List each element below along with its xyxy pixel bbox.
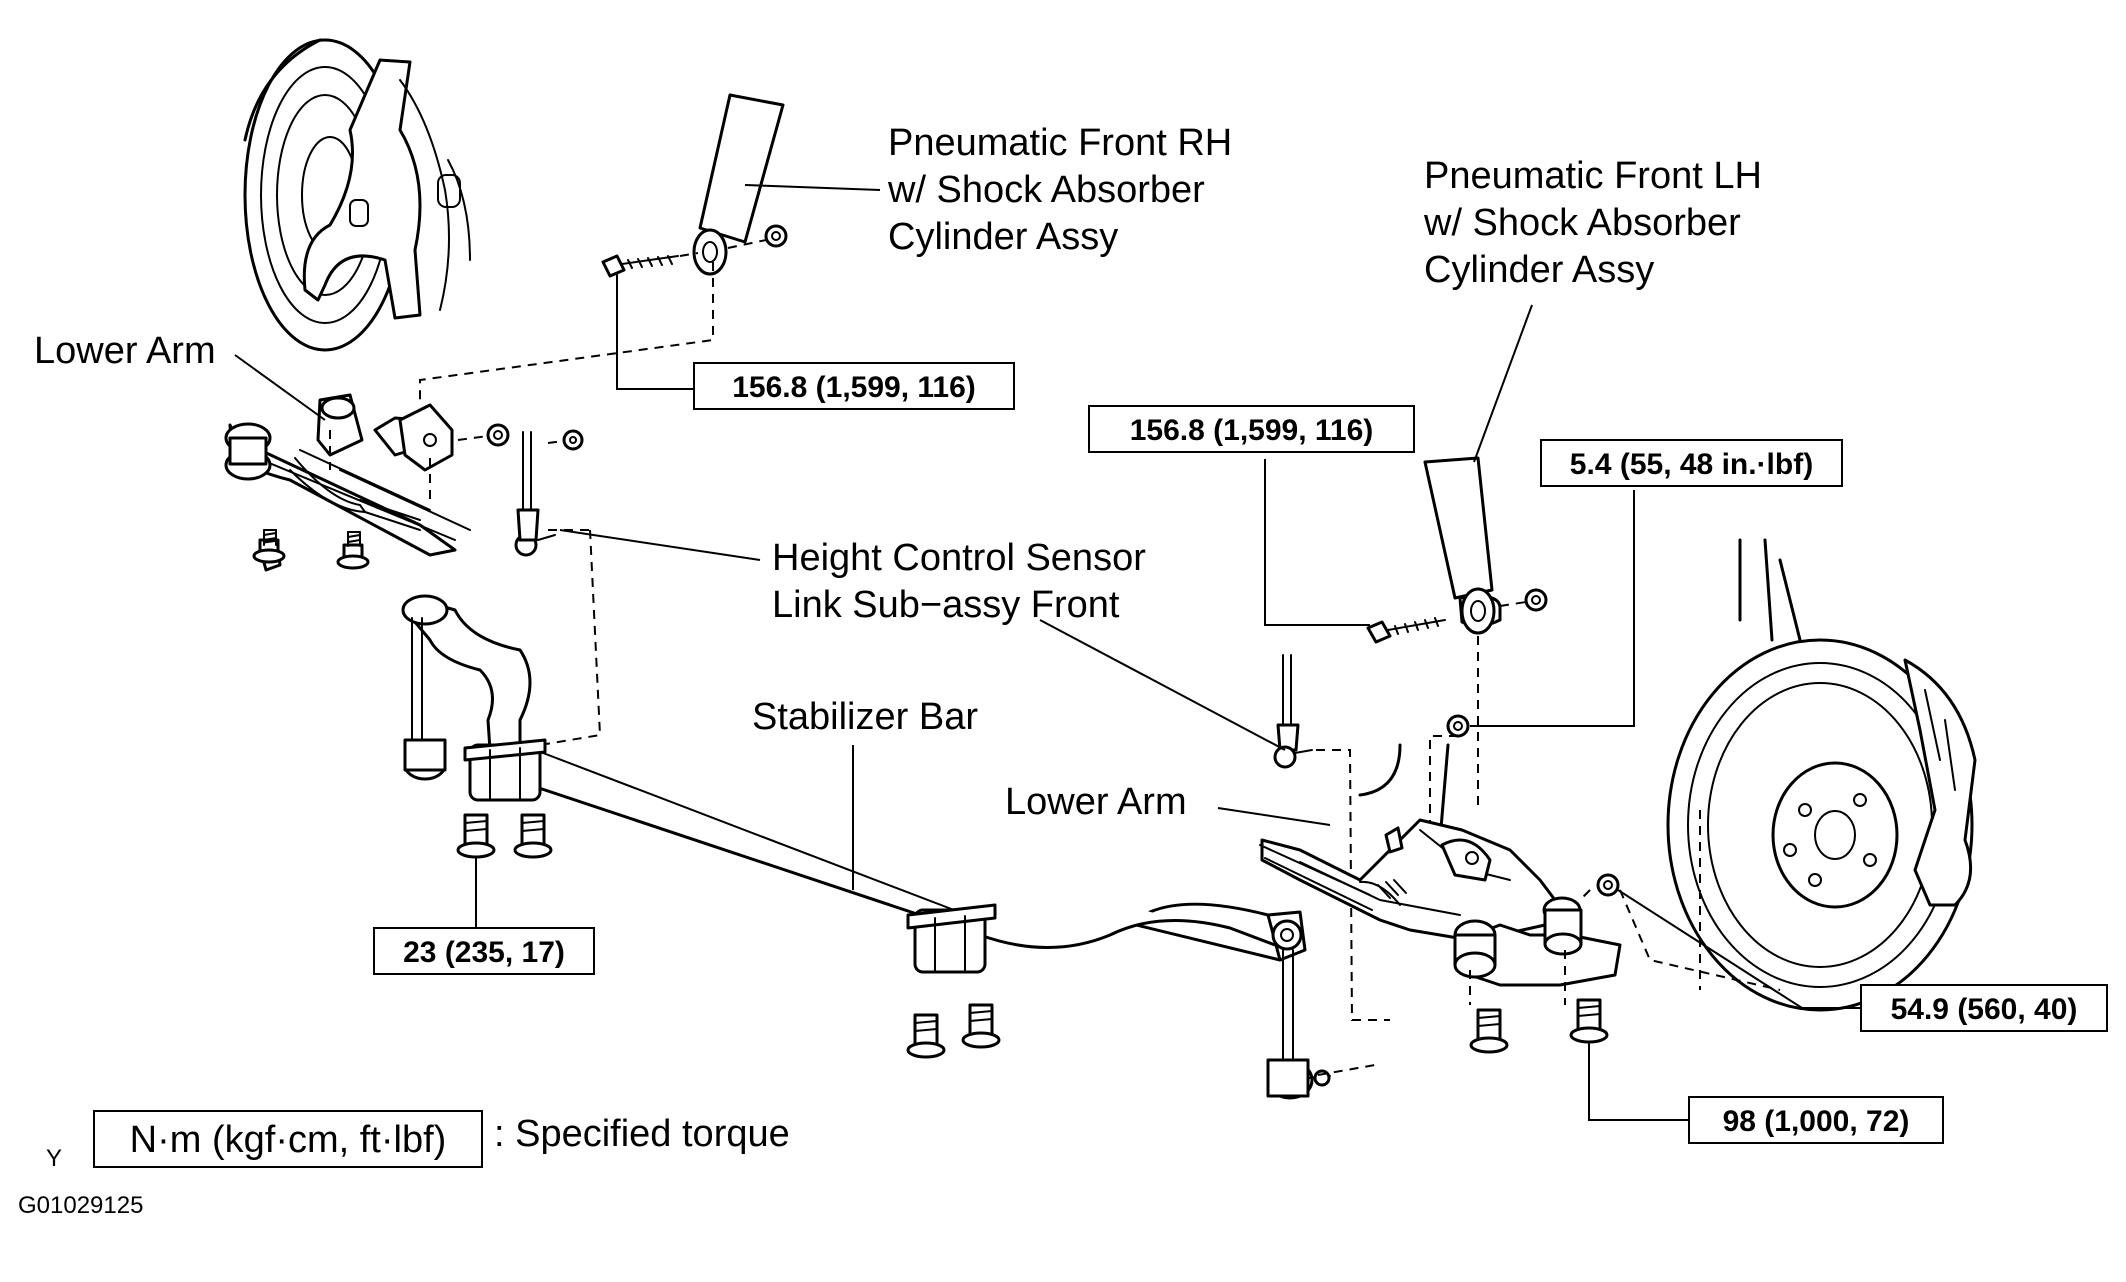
label-lower-arm-left: Lower Arm	[34, 330, 216, 372]
shock-bolt-rh	[601, 239, 767, 278]
label-height-sensor-line2: Link Sub−assy Front	[772, 584, 1120, 626]
height-sensor-link-right	[1273, 654, 1390, 1076]
legend-text: : Specified torque	[494, 1113, 790, 1155]
label-shock-lh: Pneumatic Front LH w/ Shock Absorber Cyl…	[1424, 153, 1762, 294]
left-wheel-hub	[243, 38, 471, 352]
torque-sensor-nut: 5.4 (55, 48 in.·lbf)	[1540, 439, 1843, 487]
label-height-sensor-line1: Height Control Sensor	[772, 537, 1146, 579]
lower-arm-left-bolts	[252, 529, 370, 572]
lower-arm-right-bolts	[1469, 810, 1781, 1054]
right-knuckle	[1358, 538, 1802, 842]
label-shock-rh-line2: w/ Shock Absorber	[888, 169, 1205, 211]
torque-lower-arm-bolt: 98 (1,000, 72)	[1688, 1096, 1944, 1144]
leader-torque-ball-joint	[1617, 889, 1860, 1009]
leader-torque-shock-lh	[1264, 459, 1370, 626]
leader-torque-sensor	[1470, 490, 1635, 727]
stabilizer-bushing-left	[463, 738, 547, 802]
height-sensor-link-left	[514, 431, 556, 557]
label-stabilizer-bar: Stabilizer Bar	[752, 696, 978, 738]
lower-arm-left	[224, 393, 471, 557]
torque-shock-lh: 156.8 (1,599, 116)	[1088, 405, 1415, 453]
axis-mark: Y	[46, 1145, 63, 1172]
label-shock-lh-line1: Pneumatic Front LH	[1424, 155, 1762, 197]
legend-unit-box: N·m (kgf·cm, ft·lbf)	[93, 1110, 483, 1168]
label-shock-rh-line3: Cylinder Assy	[888, 216, 1119, 258]
lower-arm-right	[1259, 818, 1622, 1005]
stabilizer-link-left	[401, 594, 449, 781]
label-shock-rh: Pneumatic Front RH w/ Shock Absorber Cyl…	[888, 120, 1232, 261]
leader-height-sensor	[559, 529, 761, 561]
torque-bracket: 23 (235, 17)	[373, 927, 595, 975]
torque-ball-joint: 54.9 (560, 40)	[1860, 984, 2108, 1032]
leader-lower-arm-right	[1217, 807, 1331, 826]
shock-bolt-lh	[1366, 601, 1527, 810]
shock-absorber-lh	[1423, 304, 1548, 635]
leader-lower-arm-left	[234, 354, 326, 421]
stabilizer-bushing-center	[906, 903, 997, 974]
label-shock-rh-line1: Pneumatic Front RH	[888, 122, 1233, 164]
leader-height-sensor-right	[1039, 619, 1286, 751]
stabilizer-link-right	[1266, 949, 1331, 1100]
leader-torque-lower-arm	[1588, 1043, 1688, 1121]
stabilizer-bracket-bolts	[456, 813, 1001, 1059]
leader-torque-shock-rh	[616, 272, 693, 390]
torque-shock-rh: 156.8 (1,599, 116)	[693, 362, 1015, 410]
label-shock-lh-line3: Cylinder Assy	[1424, 249, 1655, 291]
right-brake-rotor	[1666, 638, 1977, 1012]
shock-absorber-rh	[692, 93, 881, 276]
label-lower-arm-right: Lower Arm	[1005, 781, 1187, 823]
figure-id: G01029125	[18, 1192, 144, 1219]
label-shock-lh-line2: w/ Shock Absorber	[1424, 202, 1741, 244]
label-height-sensor: Height Control Sensor Link Sub−assy Fron…	[772, 535, 1146, 629]
